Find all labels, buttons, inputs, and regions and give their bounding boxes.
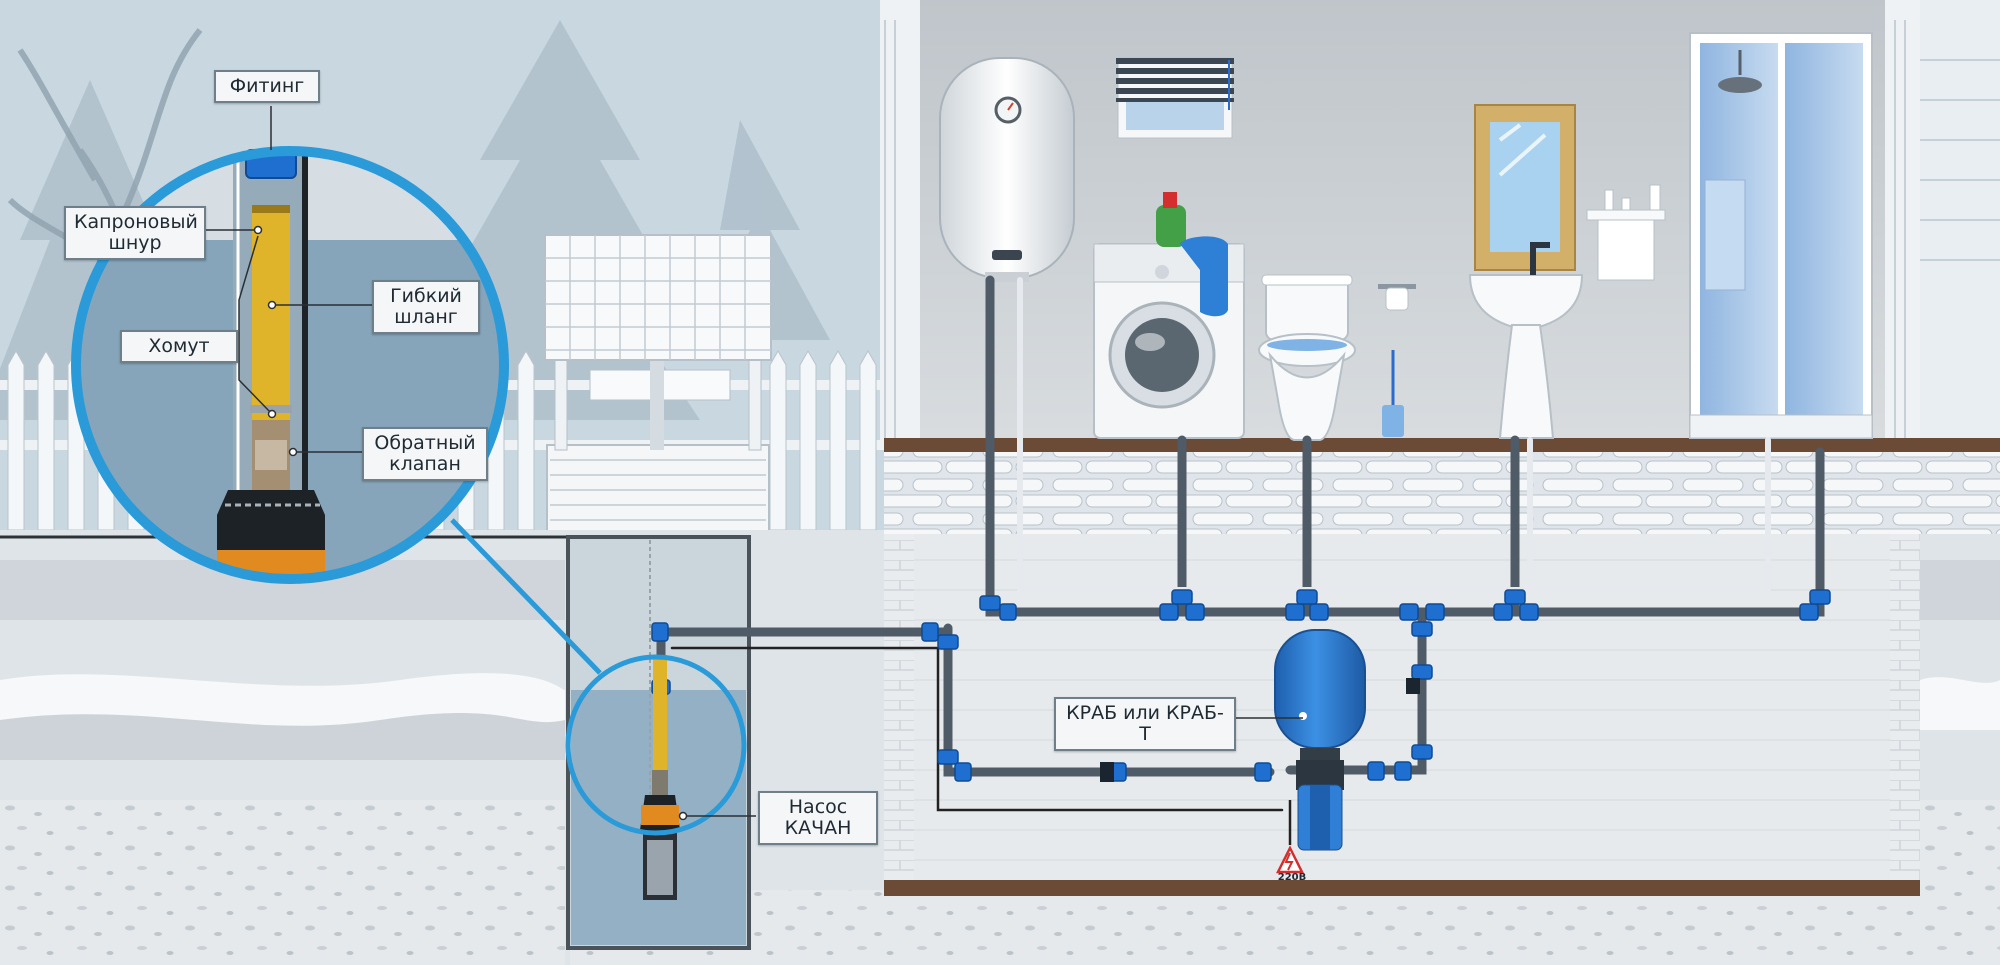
water-heater xyxy=(939,57,1075,282)
label-check-valve: Обратный клапан xyxy=(362,427,488,481)
bathroom-shelf xyxy=(1586,184,1666,281)
mirror xyxy=(1474,104,1576,271)
toilet xyxy=(1258,274,1356,441)
label-flexible-hose: Гибкий шланг xyxy=(372,280,480,334)
pipe-fittings xyxy=(651,589,1831,782)
label-pump: Насос КАЧАН xyxy=(758,791,878,845)
label-fitting: Фитинг xyxy=(214,70,320,103)
label-voltage: 220В xyxy=(1277,872,1307,883)
well-house xyxy=(544,234,772,541)
label-kapron-cord: Капроновый шнур xyxy=(64,206,206,260)
shower-cabin xyxy=(1689,32,1873,439)
window-blinds xyxy=(1116,57,1234,139)
label-pump-station: КРАБ или КРАБ-Т xyxy=(1054,697,1236,751)
washing-machine xyxy=(1093,192,1245,439)
ball-valves xyxy=(1100,678,1420,782)
label-clamp: Хомут xyxy=(120,330,238,363)
magnifier-connector xyxy=(450,518,747,836)
label-leaders xyxy=(202,106,1303,817)
toilet-brush xyxy=(1382,350,1404,437)
leader-dots xyxy=(253,225,688,821)
sink xyxy=(1468,242,1584,439)
toilet-paper xyxy=(1378,284,1416,311)
submersible-pump xyxy=(640,655,680,900)
electric-warning-icon xyxy=(1275,845,1305,874)
soil-layers xyxy=(0,560,2000,965)
